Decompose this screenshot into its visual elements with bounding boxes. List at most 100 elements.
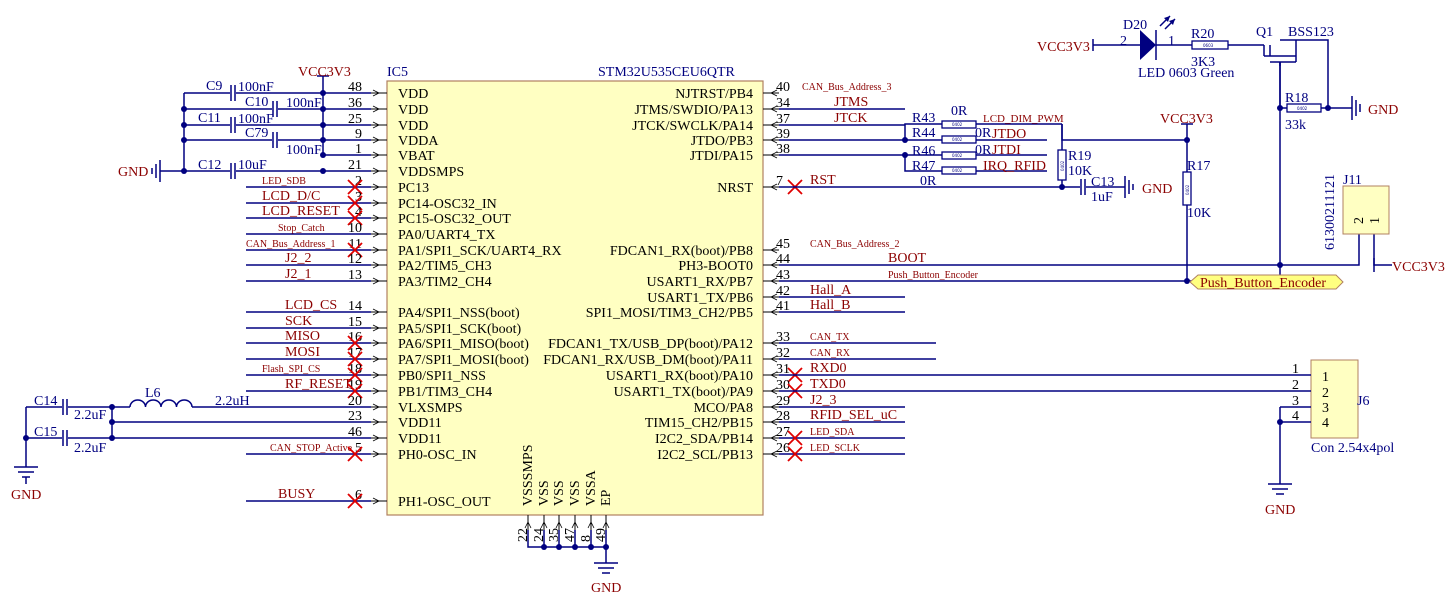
pin-name: JTDO/PB3 xyxy=(691,134,753,149)
pin-number: 5 xyxy=(355,441,362,456)
net-label: LCD_RESET xyxy=(262,204,340,219)
pin-name: VSSA xyxy=(584,469,599,506)
net-label: J2_3 xyxy=(810,393,836,408)
pin-number: 10 xyxy=(348,221,362,236)
no-connect-mark xyxy=(787,446,803,462)
pin-name: USART1_TX/PB6 xyxy=(647,291,753,306)
pin-name: PA3/TIM2_CH4 xyxy=(398,275,492,290)
svg-text:1: 1 xyxy=(1368,217,1383,224)
net-label: RXD0 xyxy=(810,361,847,376)
pin-name: USART1_TX(boot)/PA9 xyxy=(614,385,753,400)
r19-value: 10K xyxy=(1068,164,1092,179)
net-label: LED_SDB xyxy=(262,176,306,187)
r19-body: 0402 xyxy=(1060,160,1065,171)
pin-number: 7 xyxy=(776,174,783,189)
c10-ref: C10 xyxy=(245,95,268,110)
net-label: CAN_RX xyxy=(810,348,851,359)
svg-text:1: 1 xyxy=(1292,362,1299,377)
r46-body: 0402 xyxy=(952,153,963,158)
pin-number: 18 xyxy=(348,362,362,377)
pin-number: 16 xyxy=(348,330,362,345)
pin-name: JTCK/SWCLK/PA14 xyxy=(632,119,753,134)
pin-number: 23 xyxy=(348,409,362,424)
pin-name: VSS xyxy=(552,480,567,506)
pin-name: PB0/SPI1_NSS xyxy=(398,369,486,384)
l6-value: 2.2uH xyxy=(215,394,250,409)
pin-number: 28 xyxy=(776,409,790,424)
net-label: LED_SDA xyxy=(810,427,855,438)
net-label: CAN_Bus_Address_1 xyxy=(246,239,335,250)
net-label: CAN_STOP_Active xyxy=(270,443,353,454)
pin-number: 15 xyxy=(348,315,362,330)
ic-pin-left: 48 VDD xyxy=(348,80,428,102)
pin-number: 38 xyxy=(776,142,790,157)
svg-text:1: 1 xyxy=(1322,370,1329,385)
svg-text:2: 2 xyxy=(1292,378,1299,393)
r17-ref: R17 xyxy=(1187,159,1210,174)
svg-text:Con 2.54x4pol: Con 2.54x4pol xyxy=(1311,441,1394,456)
svg-text:4: 4 xyxy=(1292,409,1299,424)
pin-number: 48 xyxy=(348,80,362,95)
pin-number: 20 xyxy=(348,394,362,409)
net-irq-rfid: IRQ_RFID xyxy=(983,159,1046,174)
pin-name: PH3-BOOT0 xyxy=(678,259,753,274)
net-jtdi: JTDI xyxy=(992,143,1021,158)
pin-name: VDD xyxy=(398,87,428,102)
gnd-label-decoupling: GND xyxy=(118,165,148,180)
boot-network: VCC3V3 0402 R17 10K xyxy=(779,62,1392,284)
pin-name: VBAT xyxy=(398,149,435,164)
c9-ref: C9 xyxy=(206,79,222,94)
decoupling-network: C9 100nF C10 100nF C11 100nF C79 100nF C… xyxy=(118,65,371,182)
c10-value: 100nF xyxy=(286,96,322,111)
pin-name: VDD xyxy=(398,103,428,118)
vcc-label-j11: VCC3V3 xyxy=(1392,260,1445,275)
net-label: BOOT xyxy=(888,251,927,266)
gnd-label-vss: GND xyxy=(591,581,621,596)
r43-value: 0R xyxy=(951,104,968,119)
net-label: SCK xyxy=(285,314,312,329)
no-connect-mark xyxy=(347,242,363,258)
pin-number: 4 xyxy=(355,205,362,220)
connector-j6: J6 Con 2.54x4pol 1 2 3 4 1 2 3 4 GND xyxy=(779,359,1394,518)
pin-name: PA1/SPI1_SCK/UART4_RX xyxy=(398,244,562,259)
r20-body: 0603 xyxy=(1203,43,1214,48)
net-label: LCD_D/C xyxy=(262,189,320,204)
net-label: LED_SCLK xyxy=(810,443,861,454)
jtag-resistor-network: 0402 0402 0402 0402 R43 0R LCD_DIM_PWM R… xyxy=(779,104,1064,189)
c12-value: 10uF xyxy=(238,158,267,173)
pin-name: PA0/UART4_TX xyxy=(398,228,495,243)
gnd-label-reset: GND xyxy=(1142,182,1172,197)
svg-text:2: 2 xyxy=(1352,217,1367,224)
net-label: J2_2 xyxy=(285,251,311,266)
r18-value: 33k xyxy=(1285,118,1306,133)
net-label: JTCK xyxy=(834,111,867,126)
r17-body: 0402 xyxy=(1185,184,1190,195)
q1-value: BSS123 xyxy=(1288,25,1334,40)
c79-value: 100nF xyxy=(286,143,322,158)
c15-ref: C15 xyxy=(34,425,57,440)
c13-value: 1uF xyxy=(1091,190,1113,205)
d20-ref: D20 xyxy=(1123,18,1147,33)
pin-number: 39 xyxy=(776,127,790,142)
net-label: CAN_Bus_Address_2 xyxy=(810,239,899,250)
pin-name: PH1-OSC_OUT xyxy=(398,495,491,510)
c15-value: 2.2uF xyxy=(74,441,107,456)
net-label: Flash_SPI_CS xyxy=(262,364,320,375)
pin-name: MCO/PA8 xyxy=(694,401,753,416)
pin-number: 19 xyxy=(348,378,362,393)
